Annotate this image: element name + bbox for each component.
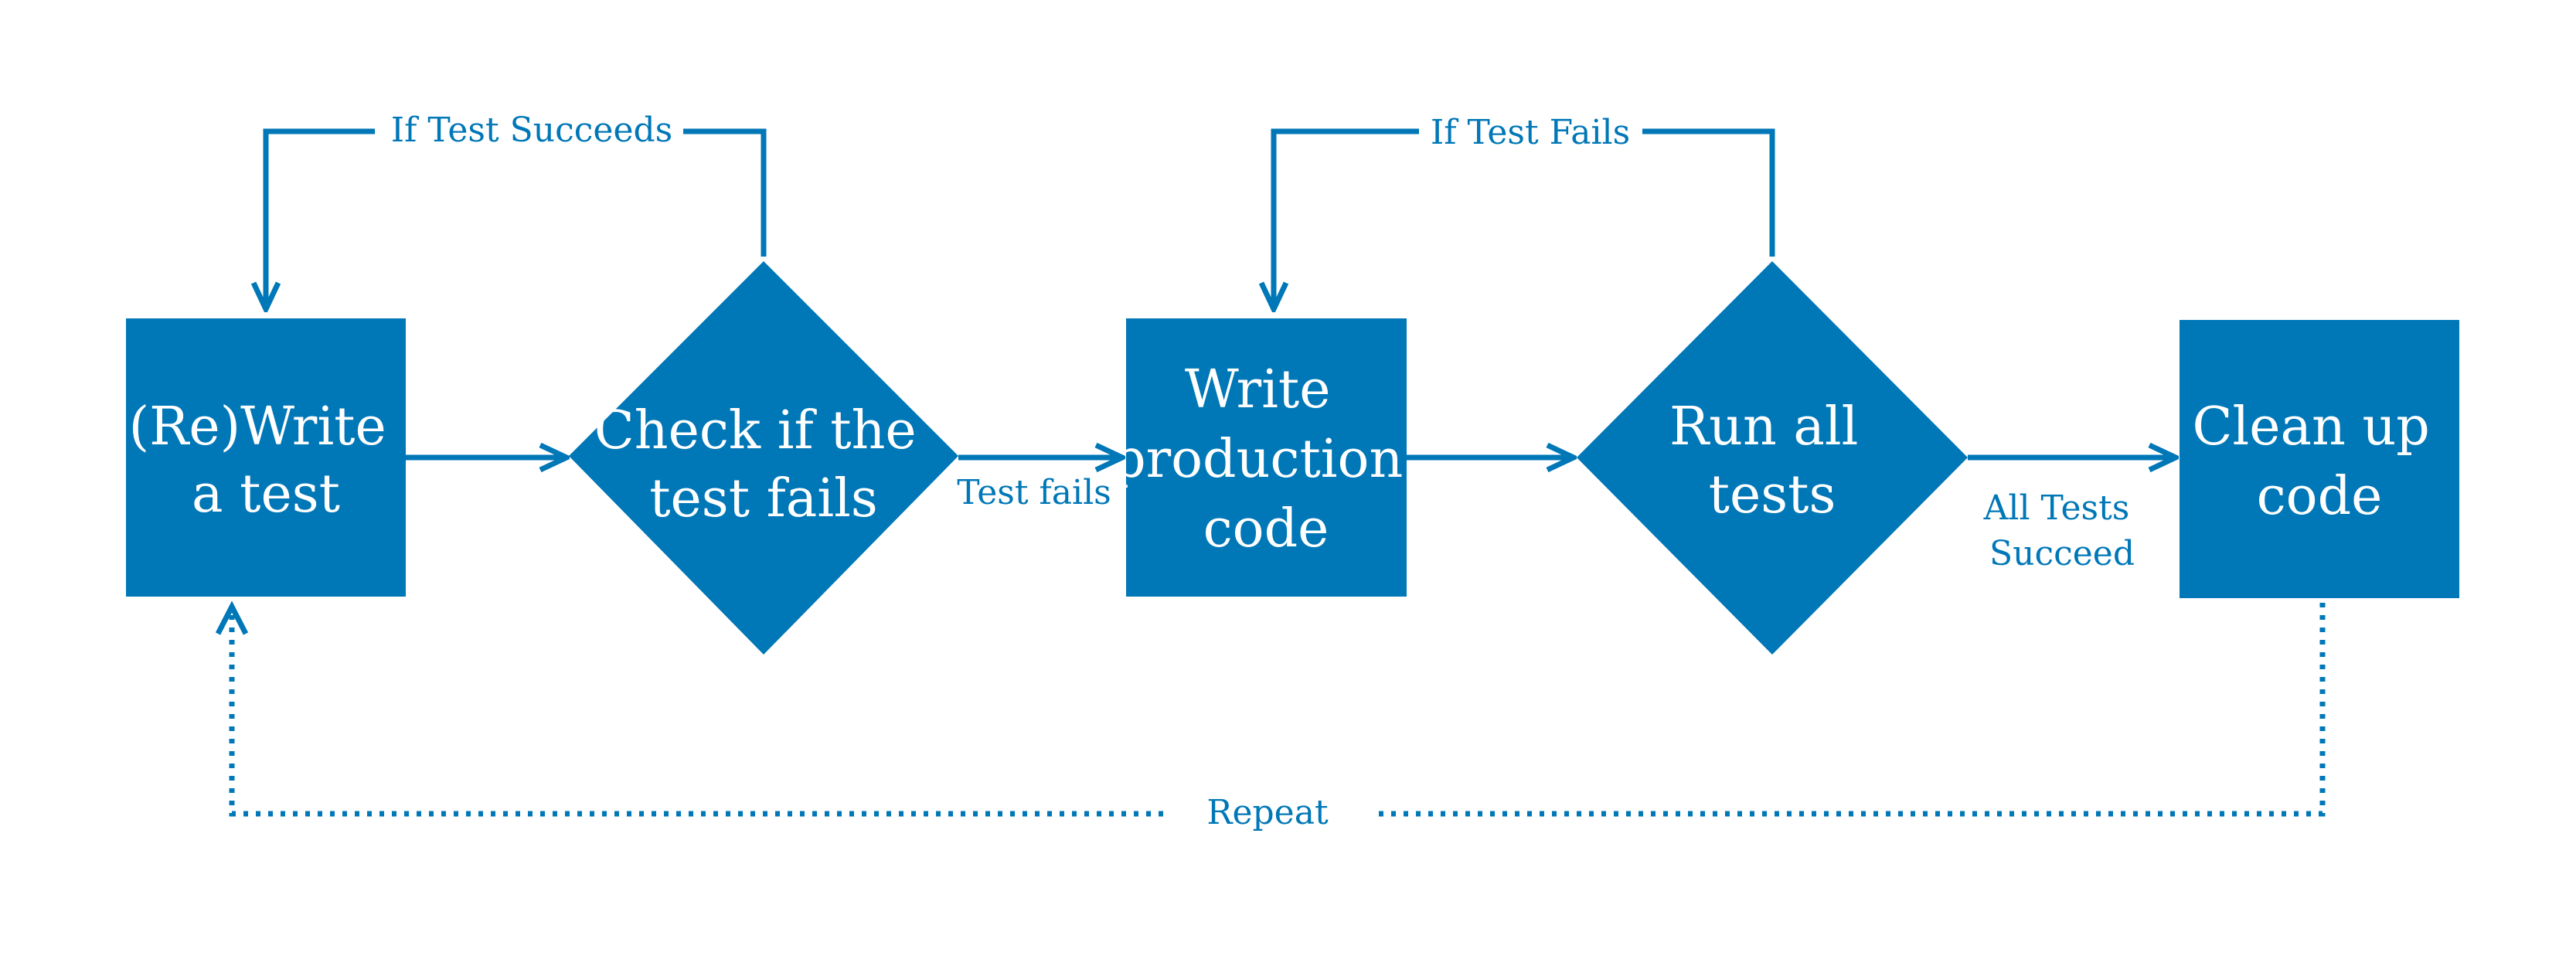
label-repeat: Repeat [1206, 793, 1329, 832]
cleanup-line1: Clean up [2193, 396, 2430, 457]
loop-if-succeeds-right [683, 128, 767, 257]
rewrite-line1: (Re)Write [129, 396, 386, 457]
check-test-fails-diamond [569, 261, 958, 655]
all-succeed-line2: Succeed [1989, 534, 2135, 573]
run-all-tests-diamond [1577, 261, 1968, 655]
label-all-tests-succeed: All Tests Succeed [1983, 488, 2141, 573]
check-test-fails-label: Check if the test fails [594, 400, 934, 529]
cleanup-line2: code [2257, 466, 2383, 527]
check-line2: test fails [649, 468, 878, 529]
production-line2: production [1112, 429, 1403, 490]
label-if-test-succeeds: If Test Succeeds [391, 111, 672, 150]
label-if-test-fails: If Test Fails [1431, 113, 1630, 152]
loop-if-fails-left [1274, 128, 1419, 309]
label-test-fails: Test fails [957, 473, 1111, 512]
rewrite-test-box [126, 318, 406, 597]
run-line2: tests [1709, 464, 1836, 526]
write-production-code-label: Write production code [1112, 359, 1420, 560]
repeat-loop-left [229, 607, 1163, 817]
write-production-code-box [1126, 318, 1407, 597]
all-succeed-line1: All Tests [1983, 488, 2130, 528]
clean-up-code-label: Clean up code [2193, 396, 2447, 527]
production-line3: code [1203, 498, 1329, 560]
loop-if-succeeds-left [266, 128, 375, 309]
repeat-loop-right [1376, 603, 2326, 817]
clean-up-code-box [2180, 320, 2459, 598]
loop-if-fails-right [1642, 128, 1775, 257]
rewrite-line2: a test [192, 464, 340, 525]
production-line1: Write [1185, 359, 1331, 420]
rewrite-test-label: (Re)Write a test [129, 396, 403, 525]
run-line1: Run all [1669, 396, 1858, 457]
run-all-tests-label: Run all tests [1669, 396, 1875, 526]
repeat-arrowhead [215, 600, 249, 635]
check-line1: Check if the [594, 400, 917, 461]
